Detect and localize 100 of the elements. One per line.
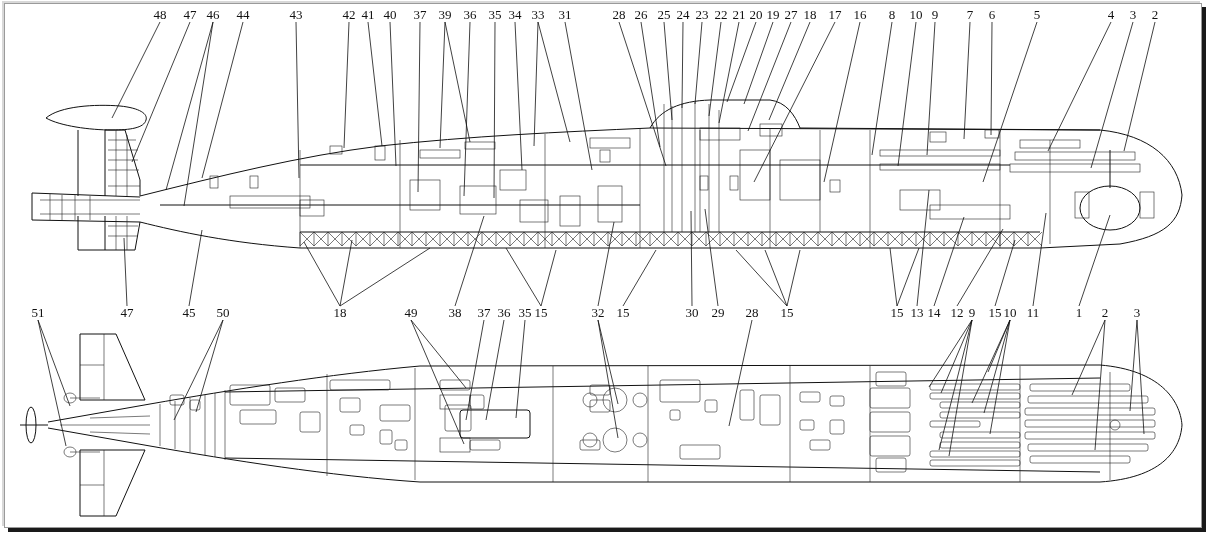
leader-line xyxy=(622,249,657,307)
leader-line xyxy=(933,216,965,307)
callout-number: 51 xyxy=(30,306,46,320)
callout-number: 5 xyxy=(1032,8,1042,22)
callout-number: 42 xyxy=(341,8,357,22)
callout-number: 7 xyxy=(965,8,975,22)
callout-number: 15 xyxy=(779,306,795,320)
leader-line xyxy=(505,247,542,307)
callout-number: 20 xyxy=(748,8,764,22)
callout-number: 28 xyxy=(611,8,627,22)
callout-number: 47 xyxy=(182,8,198,22)
callout-number: 1 xyxy=(1074,306,1084,320)
leader-line xyxy=(195,319,224,413)
leader-line xyxy=(1071,319,1106,396)
callout-number: 2 xyxy=(1150,8,1160,22)
leader-line xyxy=(1032,212,1047,307)
leader-line xyxy=(764,249,788,307)
callout-number: 37 xyxy=(412,8,428,22)
callout-number: 3 xyxy=(1132,306,1142,320)
leader-line xyxy=(897,21,917,167)
callout-number: 33 xyxy=(530,8,546,22)
leader-line xyxy=(493,21,496,199)
leader-line xyxy=(1078,214,1111,307)
callout-number: 23 xyxy=(694,8,710,22)
leader-line xyxy=(728,319,753,427)
leader-line xyxy=(1123,21,1156,152)
callout-number: 10 xyxy=(908,8,924,22)
leader-line xyxy=(940,319,973,394)
leader-line xyxy=(753,21,836,183)
callout-number: 16 xyxy=(852,8,868,22)
leader-line xyxy=(454,215,485,307)
leader-line xyxy=(173,319,224,421)
leader-line xyxy=(990,21,993,136)
callout-number: 15 xyxy=(533,306,549,320)
leader-line xyxy=(417,21,421,193)
callout-number: 37 xyxy=(476,306,492,320)
callout-number: 39 xyxy=(437,8,453,22)
leader-line xyxy=(295,21,300,179)
leader-line xyxy=(823,21,861,183)
callout-number: 4 xyxy=(1106,8,1116,22)
leader-line xyxy=(928,319,973,388)
callout-number: 40 xyxy=(382,8,398,22)
leader-line xyxy=(410,319,467,389)
callout-number: 32 xyxy=(590,306,606,320)
leader-line xyxy=(694,21,703,105)
callout-number: 3 xyxy=(1128,8,1138,22)
leader-line xyxy=(339,247,431,307)
leader-line xyxy=(37,319,67,447)
callout-number: 45 xyxy=(181,306,197,320)
callout-number: 18 xyxy=(802,8,818,22)
leader-line xyxy=(735,249,788,307)
leader-line xyxy=(37,319,71,407)
callout-number: 13 xyxy=(909,306,925,320)
callout-number: 30 xyxy=(684,306,700,320)
callout-number: 38 xyxy=(447,306,463,320)
callout-number: 36 xyxy=(496,306,512,320)
callout-number: 49 xyxy=(403,306,419,320)
leader-line xyxy=(956,228,1004,307)
leader-line xyxy=(339,239,353,307)
leader-line xyxy=(188,229,203,307)
callout-number: 19 xyxy=(765,8,781,22)
leader-line xyxy=(926,21,936,156)
leader-line xyxy=(514,21,523,171)
leader-line xyxy=(389,21,397,167)
callout-number: 35 xyxy=(487,8,503,22)
leader-line xyxy=(183,21,214,207)
callout-number: 43 xyxy=(288,8,304,22)
leader-line xyxy=(768,21,811,121)
callout-number: 17 xyxy=(827,8,843,22)
leader-line xyxy=(889,247,898,307)
leader-line xyxy=(640,21,661,148)
callout-number: 44 xyxy=(235,8,251,22)
leader-line xyxy=(485,319,505,421)
leader-line xyxy=(463,21,471,197)
leader-line xyxy=(982,21,1038,183)
leader-line xyxy=(618,21,667,167)
leader-line xyxy=(303,241,341,307)
leader-line xyxy=(439,21,446,149)
leader-line xyxy=(1090,21,1134,169)
callout-number: 6 xyxy=(987,8,997,22)
leader-line xyxy=(989,319,1011,435)
leader-line xyxy=(201,21,244,179)
callout-number: 46 xyxy=(205,8,221,22)
callout-number: 2 xyxy=(1100,306,1110,320)
callout-number: 41 xyxy=(360,8,376,22)
callout-number: 12 xyxy=(949,306,965,320)
leader-line xyxy=(743,21,774,105)
callout-number: 25 xyxy=(656,8,672,22)
callout-number: 29 xyxy=(710,306,726,320)
leader-line xyxy=(465,319,485,421)
leader-line xyxy=(533,21,539,147)
leader-line xyxy=(916,189,930,307)
callout-number: 11 xyxy=(1025,306,1041,320)
callout-number: 18 xyxy=(332,306,348,320)
leader-line xyxy=(343,21,350,149)
callout-number: 14 xyxy=(926,306,942,320)
callout-number: 10 xyxy=(1002,306,1018,320)
leader-line xyxy=(690,210,693,307)
leader-line xyxy=(726,21,757,103)
leader-line xyxy=(367,21,383,147)
